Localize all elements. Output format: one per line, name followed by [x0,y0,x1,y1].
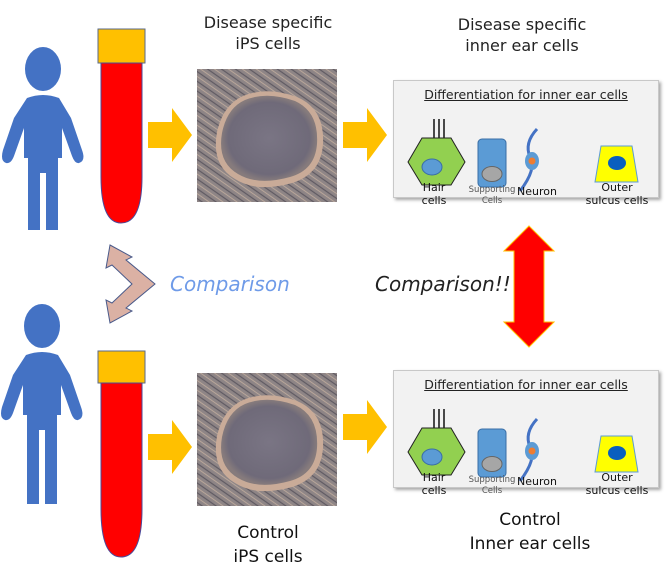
comparison-double-arrow-icon [502,225,556,348]
disease-inner-ear-caption: Disease specific inner ear cells [432,14,612,56]
panel-title: Differentiation for inner ear cells [424,377,628,392]
flow-arrow-icon[interactable] [343,108,388,164]
label-line: sulcus cells [585,194,649,207]
control-ips-colony-image [197,373,337,506]
differentiation-panel-control: Differentiation for inner ear cells Hair… [393,370,659,497]
control-blood-tube-icon [97,350,146,558]
hair-cell-label: Hair cells [414,181,454,207]
label-line: Hair [422,471,446,484]
comparison-label-left: Comparison [170,272,290,296]
flow-arrow-icon[interactable] [148,420,193,476]
caption-line: Disease specific [203,13,333,32]
control-inner-ear-caption: Control Inner ear cells [440,508,620,556]
label-line: Supporting [468,475,516,485]
label-line: Neuron [517,475,557,488]
differentiation-panel-disease: Differentiation for inner ear cells Hair… [393,80,659,207]
comparison-label-right: Comparison!! [375,272,511,296]
supporting-cell-label: Supporting Cells [464,185,520,207]
blood-tube-icon [97,28,146,224]
hair-cell-icon [407,119,466,186]
control-ips-caption: Control iPS cells [188,521,348,569]
outer-sulcus-cell-label: Outer sulcus cells [581,471,653,497]
label-line: Cells [481,196,503,206]
disease-ips-caption: Disease specific iPS cells [188,12,348,54]
comparison-arrow-left-icon [105,244,156,324]
flow-arrow-icon[interactable] [148,108,193,164]
outer-sulcus-cell-icon [594,145,639,183]
caption-line: Control [499,510,561,530]
supporting-cell-icon [477,428,507,478]
label-line: cells [421,484,447,497]
patient-person-icon [2,47,84,230]
neuron-icon [518,417,539,482]
control-person-icon [1,304,83,504]
disease-ips-colony-image [197,69,337,202]
flow-arrow-icon[interactable] [343,400,388,456]
label-line: Hair [422,181,446,194]
caption-line: Disease specific [457,15,587,34]
label-line: Cells [481,486,503,496]
caption-line: Inner ear cells [469,534,591,554]
label-line: sulcus cells [585,484,649,497]
outer-sulcus-cell-label: Outer sulcus cells [581,181,653,207]
supporting-cell-icon [477,138,507,188]
neuron-label: Neuron [512,475,562,488]
supporting-cell-label: Supporting Cells [464,475,520,497]
label-line: Outer [601,471,633,484]
outer-sulcus-cell-icon [594,435,639,473]
hair-cell-label: Hair cells [414,471,454,497]
label-line: Outer [601,181,633,194]
neuron-icon [518,127,539,192]
label-line: cells [421,194,447,207]
caption-line: iPS cells [233,547,303,567]
panel-title: Differentiation for inner ear cells [424,87,628,102]
label-line: Supporting [468,185,516,195]
neuron-label: Neuron [512,185,562,198]
hair-cell-icon [407,409,466,476]
caption-line: iPS cells [235,34,301,53]
caption-line: inner ear cells [465,36,579,55]
label-line: Neuron [517,185,557,198]
caption-line: Control [237,523,299,543]
